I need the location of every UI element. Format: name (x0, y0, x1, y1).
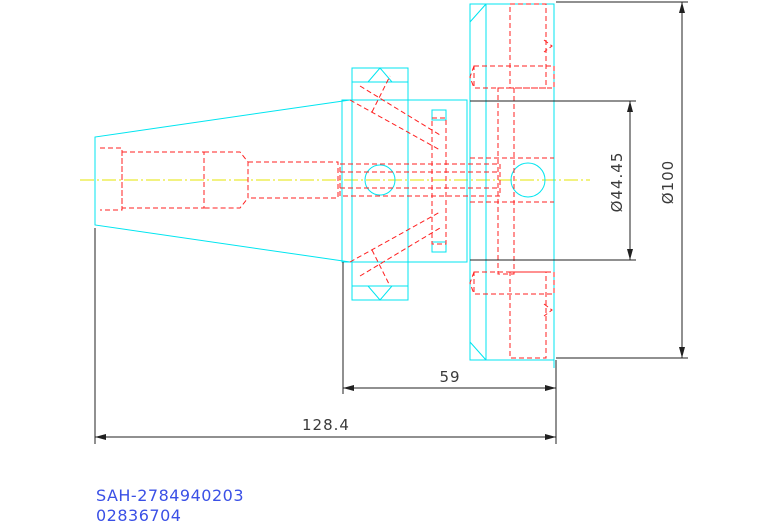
dimension-overall-length: 128.4 (94, 228, 556, 444)
dimension-inner-diameter: Ø44.45 (470, 100, 636, 261)
part-code: SAH-2784940203 (96, 486, 244, 505)
hidden-lines (100, 3, 555, 359)
part-number: 02836704 (96, 506, 182, 525)
dimension-flange-offset: 59 (342, 262, 557, 444)
outer-diameter-label: Ø100 (659, 160, 677, 204)
flange-offset-label: 59 (439, 368, 460, 386)
overall-length-label: 128.4 (302, 416, 350, 434)
inner-diameter-label: Ø44.45 (608, 152, 626, 213)
dimension-outer-diameter: Ø100 (556, 1, 688, 359)
tool-holder-outline (94, 3, 555, 368)
